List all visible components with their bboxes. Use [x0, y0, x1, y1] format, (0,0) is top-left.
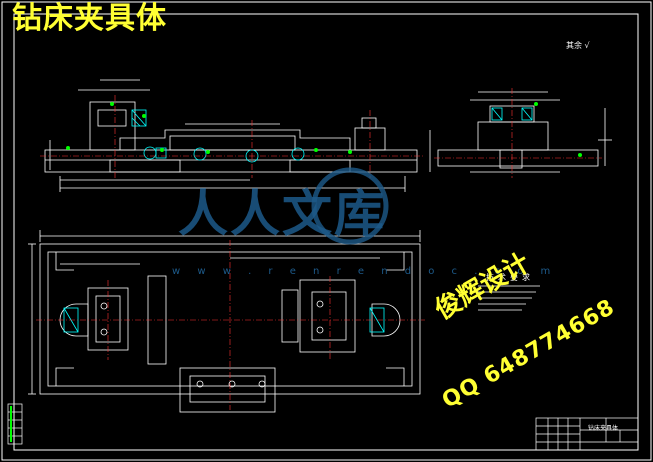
watermark-ring [311, 167, 389, 245]
side-view-centerlines [434, 88, 602, 178]
technical-requirements-lines [478, 285, 540, 311]
watermark-text: 人人文库 [178, 185, 386, 243]
technical-requirements-title: 技术要求 [486, 273, 534, 282]
title-block-name: 钻床夹具体 [588, 425, 619, 432]
top-view [28, 230, 421, 413]
side-view-sections [491, 107, 533, 121]
roughness-note: 其余 √ [566, 41, 590, 50]
watermark-url: w w w . r e n r e n d o c . c o m [172, 266, 558, 277]
side-view [437, 91, 612, 173]
title-block [535, 417, 639, 451]
margin-revision-block [7, 403, 23, 445]
drawing-title: 钻床夹具体 [12, 1, 167, 36]
inner-frame [13, 13, 639, 451]
front-view-centerlines [40, 95, 425, 178]
green-reference-marks [66, 102, 582, 157]
top-view-centerlines [36, 240, 425, 410]
